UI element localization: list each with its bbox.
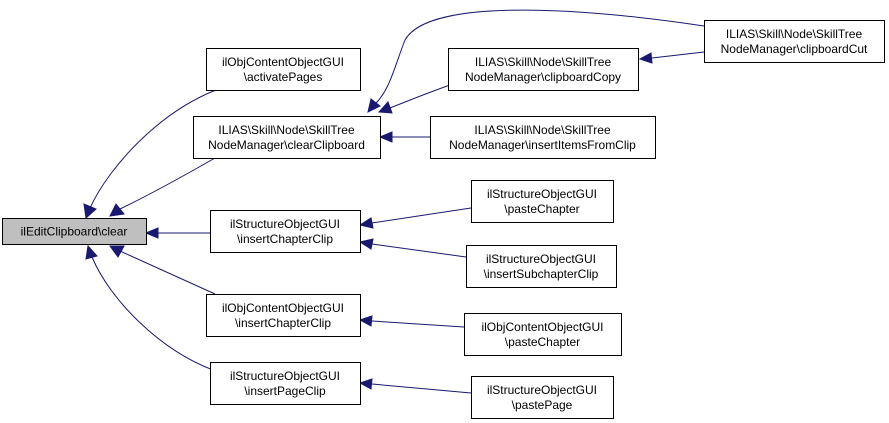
node-box — [210, 362, 361, 405]
node-label-line: \pastePage — [512, 398, 573, 412]
node-label-line: ilStructureObjectGUI — [230, 217, 340, 231]
edge-line — [371, 243, 467, 258]
node-label-line: NodeManager\clipboardCopy — [465, 70, 621, 84]
edge-line — [371, 383, 472, 394]
edge-insertChapterClipStruct-to-clear — [144, 227, 210, 239]
edge-insertItemsFromClip-to-clearClipboard — [378, 131, 430, 143]
node-label-line: ILIAS\Skill\Node\SkillTree — [475, 55, 612, 69]
edge-arrowhead — [367, 98, 381, 113]
edge-clipboardCut-to-clearClipboard — [367, 9, 705, 113]
node-clearClipboard[interactable]: ILIAS\Skill\Node\SkillTreeNodeManager\cl… — [193, 116, 381, 159]
node-label-line: ilStructureObjectGUI — [487, 383, 597, 397]
node-label-line: ilStructureObjectGUI — [230, 369, 340, 383]
edge-arrowhead — [358, 217, 374, 229]
node-label-line: ILIAS\Skill\Node\SkillTree — [726, 27, 863, 41]
edge-clipboardCopy-to-clearClipboard — [377, 84, 451, 114]
edge-arrowhead — [377, 101, 393, 114]
node-box — [206, 48, 361, 91]
node-label-line: ILIAS\Skill\Node\SkillTree — [474, 123, 611, 137]
node-insertItemsFromClip[interactable]: ILIAS\Skill\Node\SkillTreeNodeManager\in… — [430, 116, 656, 159]
node-label-line: \pasteChapter — [505, 335, 580, 349]
node-label-line: ilObjContentObjectGUI — [222, 55, 344, 69]
node-label-line: \pasteChapter — [504, 202, 579, 216]
node-box — [471, 180, 614, 223]
node-label-line: NodeManager\clearClipboard — [208, 138, 365, 152]
edge-arrowhead — [109, 203, 125, 217]
edge-arrowhead — [144, 227, 159, 239]
edge-line — [119, 157, 216, 210]
edge-line — [374, 9, 705, 105]
node-box — [471, 376, 614, 419]
node-label-line: \insertChapterClip — [237, 232, 333, 246]
edge-arrowhead — [638, 52, 653, 64]
node-clear[interactable]: ilEditClipboard\clear — [2, 218, 147, 245]
node-label-line: \activatePages — [244, 70, 323, 84]
node-insertPageClip[interactable]: ilStructureObjectGUI\insertPageClip — [210, 362, 361, 405]
node-label-line: ilObjContentObjectGUI — [481, 320, 603, 334]
edge-line — [119, 250, 216, 295]
node-insertChapterClipStruct[interactable]: ilStructureObjectGUI\insertChapterClip — [210, 210, 361, 253]
node-box — [464, 313, 622, 356]
node-label-line: \insertChapterClip — [235, 316, 331, 330]
edge-line — [371, 320, 465, 328]
edge-pasteChapterCO-to-insertChapterClipCO — [358, 315, 465, 328]
edges-layer — [83, 9, 705, 394]
node-clipboardCopy[interactable]: ILIAS\Skill\Node\SkillTreeNodeManager\cl… — [448, 48, 639, 91]
edge-insertSubchapterClip-to-insertChapterClipStruct — [358, 238, 467, 258]
edge-pasteChapterStruct-to-insertChapterClipStruct — [358, 207, 472, 229]
node-box — [206, 294, 361, 337]
edge-pastePage-to-insertPageClip — [358, 378, 472, 394]
edge-arrowhead — [358, 315, 373, 327]
edge-line — [91, 256, 214, 371]
node-box — [448, 48, 639, 91]
node-label-line: ilStructureObjectGUI — [486, 252, 596, 266]
edge-arrowhead — [83, 203, 97, 219]
node-clipboardCut[interactable]: ILIAS\Skill\Node\SkillTreeNodeManager\cl… — [704, 20, 885, 63]
node-box — [2, 218, 147, 245]
node-activatePages[interactable]: ilObjContentObjectGUI\activatePages — [206, 48, 361, 91]
node-box — [210, 210, 361, 253]
node-label-line: ilEditClipboard\clear — [21, 225, 128, 239]
node-box — [430, 116, 656, 159]
edge-line — [371, 207, 472, 224]
node-label-line: ilStructureObjectGUI — [487, 187, 597, 201]
nodes-layer: ilEditClipboard\clear ilObjContentObjectG… — [2, 20, 885, 419]
edge-line — [89, 89, 217, 209]
node-label-line: \insertPageClip — [244, 384, 326, 398]
edge-activatePages-to-clear — [83, 89, 217, 219]
node-box — [466, 245, 617, 288]
node-label-line: ilObjContentObjectGUI — [222, 301, 344, 315]
edge-insertPageClip-to-clear — [85, 244, 214, 371]
edge-arrowhead — [109, 245, 125, 258]
edge-arrowhead — [378, 131, 393, 143]
edge-line — [651, 51, 705, 59]
edge-arrowhead — [85, 244, 98, 260]
node-label-line: ILIAS\Skill\Node\SkillTree — [218, 123, 355, 137]
node-label-line: \insertSubchapterClip — [484, 267, 599, 281]
node-pastePage[interactable]: ilStructureObjectGUI\pastePage — [471, 376, 614, 419]
edge-insertChapterClipCO-to-clear — [109, 245, 216, 295]
edge-line — [389, 84, 451, 109]
edge-arrowhead — [358, 238, 374, 250]
node-box — [704, 20, 885, 63]
node-insertSubchapterClip[interactable]: ilStructureObjectGUI\insertSubchapterCli… — [466, 245, 617, 288]
node-box — [193, 116, 381, 159]
node-label-line: NodeManager\clipboardCut — [721, 42, 868, 56]
node-pasteChapterStruct[interactable]: ilStructureObjectGUI\pasteChapter — [471, 180, 614, 223]
edge-arrowhead — [358, 378, 373, 390]
node-insertChapterClipCO[interactable]: ilObjContentObjectGUI\insertChapterClip — [206, 294, 361, 337]
edge-clearClipboard-to-clear — [109, 157, 216, 217]
edge-clipboardCut-to-clipboardCopy — [638, 51, 705, 64]
node-pasteChapterCO[interactable]: ilObjContentObjectGUI\pasteChapter — [464, 313, 622, 356]
node-label-line: NodeManager\insertItemsFromClip — [449, 138, 636, 152]
